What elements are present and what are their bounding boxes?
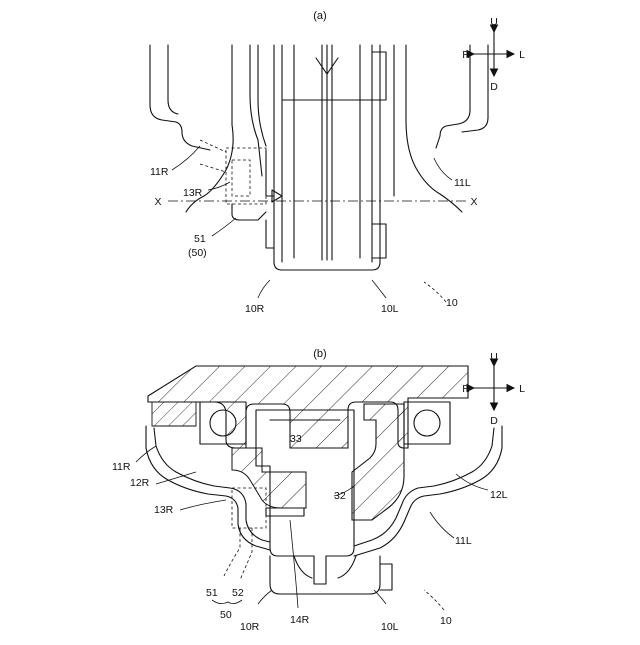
component-51	[232, 204, 266, 220]
casing-11r-outline	[150, 45, 210, 150]
compass-down-label: D	[490, 415, 498, 427]
label-11l: 11L	[455, 535, 472, 547]
casing-11r-rib2	[258, 45, 266, 146]
label-52: 52	[232, 587, 244, 599]
leader-11l	[430, 512, 454, 538]
leader-11l	[434, 158, 452, 180]
label-10l: 10L	[381, 621, 399, 633]
label-10r: 10R	[240, 621, 260, 633]
leader-11r	[172, 146, 200, 170]
figure-a-direction-compass: U D R L	[462, 16, 525, 93]
bearing-right-race	[404, 402, 450, 444]
bearing-right	[404, 402, 450, 444]
leader-13r	[180, 500, 226, 510]
figure-b-caption: (b)	[313, 348, 326, 360]
label-51: 51	[206, 587, 218, 599]
casing-11r-rib	[250, 45, 262, 176]
bracket-left-edge	[266, 150, 274, 196]
label-10: 10	[440, 615, 452, 627]
bearing-right-ball	[414, 410, 440, 436]
label-50: (50)	[188, 247, 207, 259]
label-11r: 11R	[150, 166, 169, 178]
figure-a-center-unit	[266, 45, 386, 270]
leader-10r	[258, 280, 270, 298]
label-33: 33	[290, 433, 302, 445]
leader-12l	[456, 474, 488, 490]
axis-x-right-label: X	[470, 196, 477, 208]
seal-block-left	[152, 402, 196, 426]
compass-down-label: D	[490, 81, 498, 93]
label-11r: 11R	[112, 461, 131, 473]
figure-b-direction-compass: U D R L	[462, 351, 525, 427]
compass-up-label: U	[490, 16, 498, 28]
figure-b-lower-unit	[270, 556, 392, 594]
arm-32-hatched	[352, 404, 404, 520]
label-10l: 10L	[381, 303, 399, 315]
bracket-left-lower	[266, 220, 274, 248]
compass-left-label: L	[519, 49, 525, 61]
label-12l: 12L	[490, 489, 508, 501]
label-51: 51	[194, 233, 206, 245]
leader-51	[212, 218, 236, 236]
lower-unit-outline	[270, 556, 380, 594]
bolt-leader-dashed	[200, 140, 226, 172]
casing-11r-inner	[168, 45, 178, 114]
compass-left-label: L	[519, 383, 525, 395]
arm-left-hatched	[232, 448, 306, 508]
leader-10r	[258, 590, 272, 604]
leader-10	[424, 282, 446, 302]
figure-a-caption: (a)	[313, 10, 326, 22]
label-32: 32	[334, 490, 346, 502]
label-50: 50	[220, 609, 232, 621]
label-10r: 10R	[245, 303, 265, 315]
compass-up-label: U	[490, 351, 498, 363]
brace-50	[212, 600, 242, 604]
leader-12r	[156, 472, 196, 484]
bolt-dashed-legs	[224, 528, 252, 580]
label-11l: 11L	[454, 177, 471, 189]
label-12r: 12R	[130, 477, 150, 489]
lower-flange-right	[380, 564, 392, 590]
leader-10l	[374, 590, 386, 604]
compass-right-label: R	[462, 49, 470, 61]
label-14r: 14R	[290, 614, 310, 626]
figure-b-leaders	[136, 446, 488, 610]
pin-14r	[266, 508, 304, 516]
rotor-center-lines	[322, 45, 332, 260]
bolt-head-dashed	[232, 160, 250, 196]
leader-13r	[208, 182, 230, 190]
flange-bottom-right	[372, 224, 386, 258]
figure-a: (a) U D R L	[150, 10, 525, 315]
axis-x-left-label: X	[154, 196, 161, 208]
lower-unit-curves	[294, 556, 356, 578]
flange-top-right	[372, 52, 386, 100]
label-10: 10	[446, 297, 458, 309]
leader-10	[424, 590, 444, 610]
label-13r: 13R	[183, 187, 203, 199]
figure-a-leaders	[172, 146, 452, 302]
figure-b: (b) U D R L	[112, 348, 525, 633]
leader-10l	[372, 280, 386, 298]
label-13r: 13R	[154, 504, 174, 516]
